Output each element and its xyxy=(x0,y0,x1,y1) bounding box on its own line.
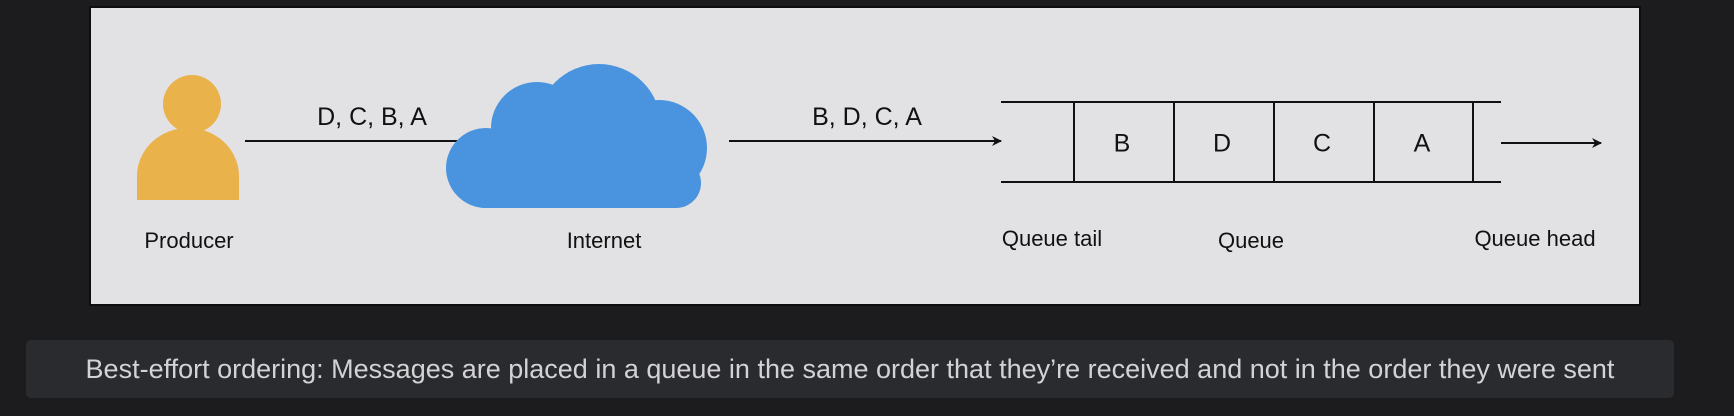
producer-label: Producer xyxy=(144,228,234,253)
sent-order-label: D, C, B, A xyxy=(317,103,427,131)
queue-cell-4: A xyxy=(1413,129,1431,158)
figure-caption: Best-effort ordering: Messages are place… xyxy=(26,340,1674,398)
person-icon xyxy=(137,75,239,200)
ordering-diagram: D, C, B, A B, D, C, A B D C A Producer I… xyxy=(89,6,1641,306)
queue-label: Queue xyxy=(1217,228,1285,253)
internet-label: Internet xyxy=(566,228,642,253)
queue-head-label: Queue head xyxy=(1474,226,1596,251)
diagram-canvas xyxy=(137,64,1602,208)
queue-cell-3: C xyxy=(1312,129,1332,158)
cloud-icon xyxy=(446,64,707,208)
received-order-label: B, D, C, A xyxy=(812,103,922,131)
queue-box xyxy=(1001,101,1501,183)
queue-tail-label: Queue tail xyxy=(1001,226,1103,251)
queue-cell-1: B xyxy=(1113,129,1131,158)
queue-cell-2: D xyxy=(1212,129,1232,158)
